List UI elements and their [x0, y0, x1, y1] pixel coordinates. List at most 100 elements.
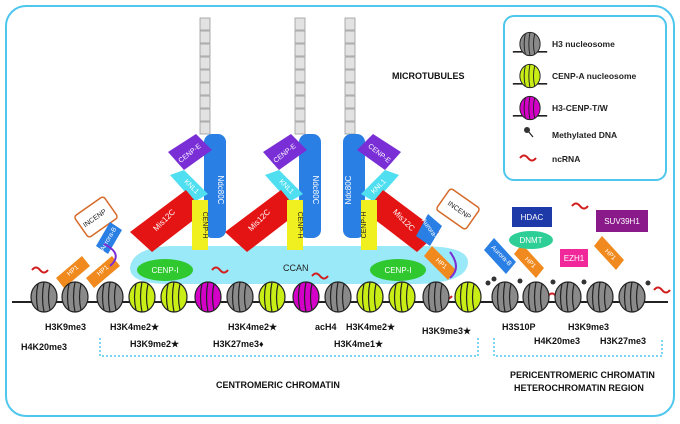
ezh1 — [560, 249, 588, 267]
svg-text:CENP-H: CENP-H — [361, 212, 368, 239]
nucleosome-cenp-a — [356, 281, 384, 313]
nucleosome-h3-cenp-tw — [292, 281, 320, 313]
hdac — [512, 207, 552, 227]
mark-label: acH4 — [315, 322, 337, 332]
cenp-h-left — [192, 200, 208, 250]
hp1-left-a — [56, 256, 90, 288]
legend: H3 nucleosome CENP-A nucleosome H3-CENP-… — [503, 15, 667, 181]
svg-text:CENP-H: CENP-H — [296, 212, 303, 239]
microtubule-left — [199, 17, 211, 135]
svg-text:CENP-H: CENP-H — [201, 212, 208, 239]
legend-label-methylated-dna: Methylated DNA — [552, 130, 617, 140]
cenp-i-left — [137, 259, 193, 281]
nucleosome-h3 — [96, 281, 124, 313]
mark-label: H3K9me3 — [568, 322, 609, 332]
legend-label-ncrna: ncRNA — [552, 154, 580, 164]
nucleosome-h3 — [618, 281, 646, 313]
mark-label: H3K4me1★ — [334, 339, 384, 349]
mark-label: H4K20me3 — [21, 342, 67, 352]
pericentromeric-label-2: HETEROCHROMATIN REGION — [514, 383, 644, 393]
svg-text:Ndc80C: Ndc80C — [216, 176, 225, 205]
cenp-e-left — [168, 134, 212, 170]
nucleosome-h3 — [586, 281, 614, 313]
ndc80c-right — [343, 134, 365, 238]
ndc80c-middle — [299, 134, 321, 238]
aurora-b-right — [416, 214, 442, 246]
nucleosome-cenp-a — [160, 281, 188, 313]
mark-label: H3K27me3 — [600, 336, 646, 346]
cenp-h-middle — [287, 200, 303, 250]
mark-label: H3K27me3♦ — [213, 339, 264, 349]
microtubule-middle — [294, 17, 306, 135]
mark-label: H3K4me2★ — [228, 322, 278, 332]
incenp-left — [74, 196, 118, 238]
knl1-left — [170, 170, 208, 202]
histone-marks: H3K9me3 H4K20me3 H3K4me2★ H3K9me2★ H3K4m… — [21, 322, 646, 352]
region-brackets — [99, 338, 663, 357]
arrow-left — [103, 243, 117, 267]
arrow-right — [449, 251, 457, 279]
right-chromatin-regulators: INCENP Aurora-B HP1 — [416, 188, 480, 280]
kinetochore-right: Ndc80C CENP-E KNL1 Mis12C CENP-H — [343, 134, 439, 252]
nucleosome-cenp-a — [258, 281, 286, 313]
svg-text:HDAC: HDAC — [521, 213, 544, 222]
ncrna-icon — [519, 154, 537, 162]
svg-text:DNMT: DNMT — [519, 236, 542, 245]
methylated-dna-icon — [524, 127, 534, 138]
nucleosome-h3 — [491, 281, 519, 313]
svg-text:EZH1: EZH1 — [564, 254, 585, 263]
cenp-h-right — [361, 200, 377, 250]
microtubules-label: MICROTUBULES — [392, 71, 465, 81]
nucleosome-h3 — [554, 281, 582, 313]
outer-frame — [5, 5, 675, 417]
svg-text:CENP-I: CENP-I — [151, 266, 178, 275]
kinetochore-middle: Ndc80C CENP-E KNL1 Mis12C CENP-H — [225, 134, 321, 252]
mark-label: H3K9me2★ — [130, 339, 180, 349]
nucleosome-h3 — [61, 281, 89, 313]
cenp-e-right — [357, 134, 401, 170]
dnmt — [509, 231, 553, 249]
h3-cenp-tw-icon — [512, 95, 548, 121]
mis12c-left — [130, 190, 204, 252]
nucleosome-h3 — [30, 281, 58, 313]
legend-box — [503, 15, 667, 181]
incenp-right — [436, 188, 480, 230]
nucleosome-h3 — [422, 281, 450, 313]
nucleosome-array — [30, 281, 646, 313]
nucleosome-cenp-a — [454, 281, 482, 313]
cenp-e-middle — [263, 134, 307, 170]
mark-label: H3K4me2★ — [110, 322, 160, 332]
microtubule-right — [344, 17, 356, 135]
cenp-a-nucleosome-icon — [512, 63, 548, 89]
knl1-middle — [265, 170, 303, 202]
left-chromatin-regulators: INCENP Aurora-B HP1 HP1 — [56, 196, 122, 288]
aurora-b-left — [96, 222, 122, 254]
legend-label-h3-cenp-tw: H3-CENP-T/W — [552, 103, 609, 113]
hp1-peri-a — [514, 244, 544, 278]
aurora-b-peri — [484, 238, 516, 274]
mark-label: H3S10P — [502, 322, 536, 332]
h3-nucleosome-icon — [512, 31, 548, 57]
cenp-i-right — [370, 259, 426, 281]
methylated-dna-marks — [485, 276, 651, 286]
ccan-label: CCAN — [283, 263, 309, 273]
knl1-right — [361, 170, 399, 202]
mark-label: H3K4me2★ — [346, 322, 396, 332]
nucleosome-h3 — [324, 281, 352, 313]
ndc80c-left — [204, 134, 226, 238]
kinetochore-left: Ndc80C CENP-E KNL1 Mis12C CENP-H — [130, 134, 226, 252]
svg-text:SUV39H1: SUV39H1 — [604, 217, 640, 226]
nucleosome-h3-cenp-tw — [194, 281, 222, 313]
mark-label: H3K9me3★ — [422, 326, 472, 336]
pericentromeric-regulators: Aurora-B HP1 HDAC DNMT EZH1 SUV39H1 HP1 — [484, 202, 648, 278]
svg-text:Ndc80C: Ndc80C — [311, 176, 320, 205]
svg-text:CENP-I: CENP-I — [384, 266, 411, 275]
mis12c-middle — [225, 190, 299, 252]
nucleosome-h3 — [522, 281, 550, 313]
svg-text:Ndc80C: Ndc80C — [344, 175, 353, 204]
hp1-right — [424, 246, 456, 280]
pericentromeric-label-1: PERICENTROMERIC CHROMATIN — [510, 370, 655, 380]
mark-label: H3K9me3 — [45, 322, 86, 332]
suv39h1 — [596, 210, 648, 232]
